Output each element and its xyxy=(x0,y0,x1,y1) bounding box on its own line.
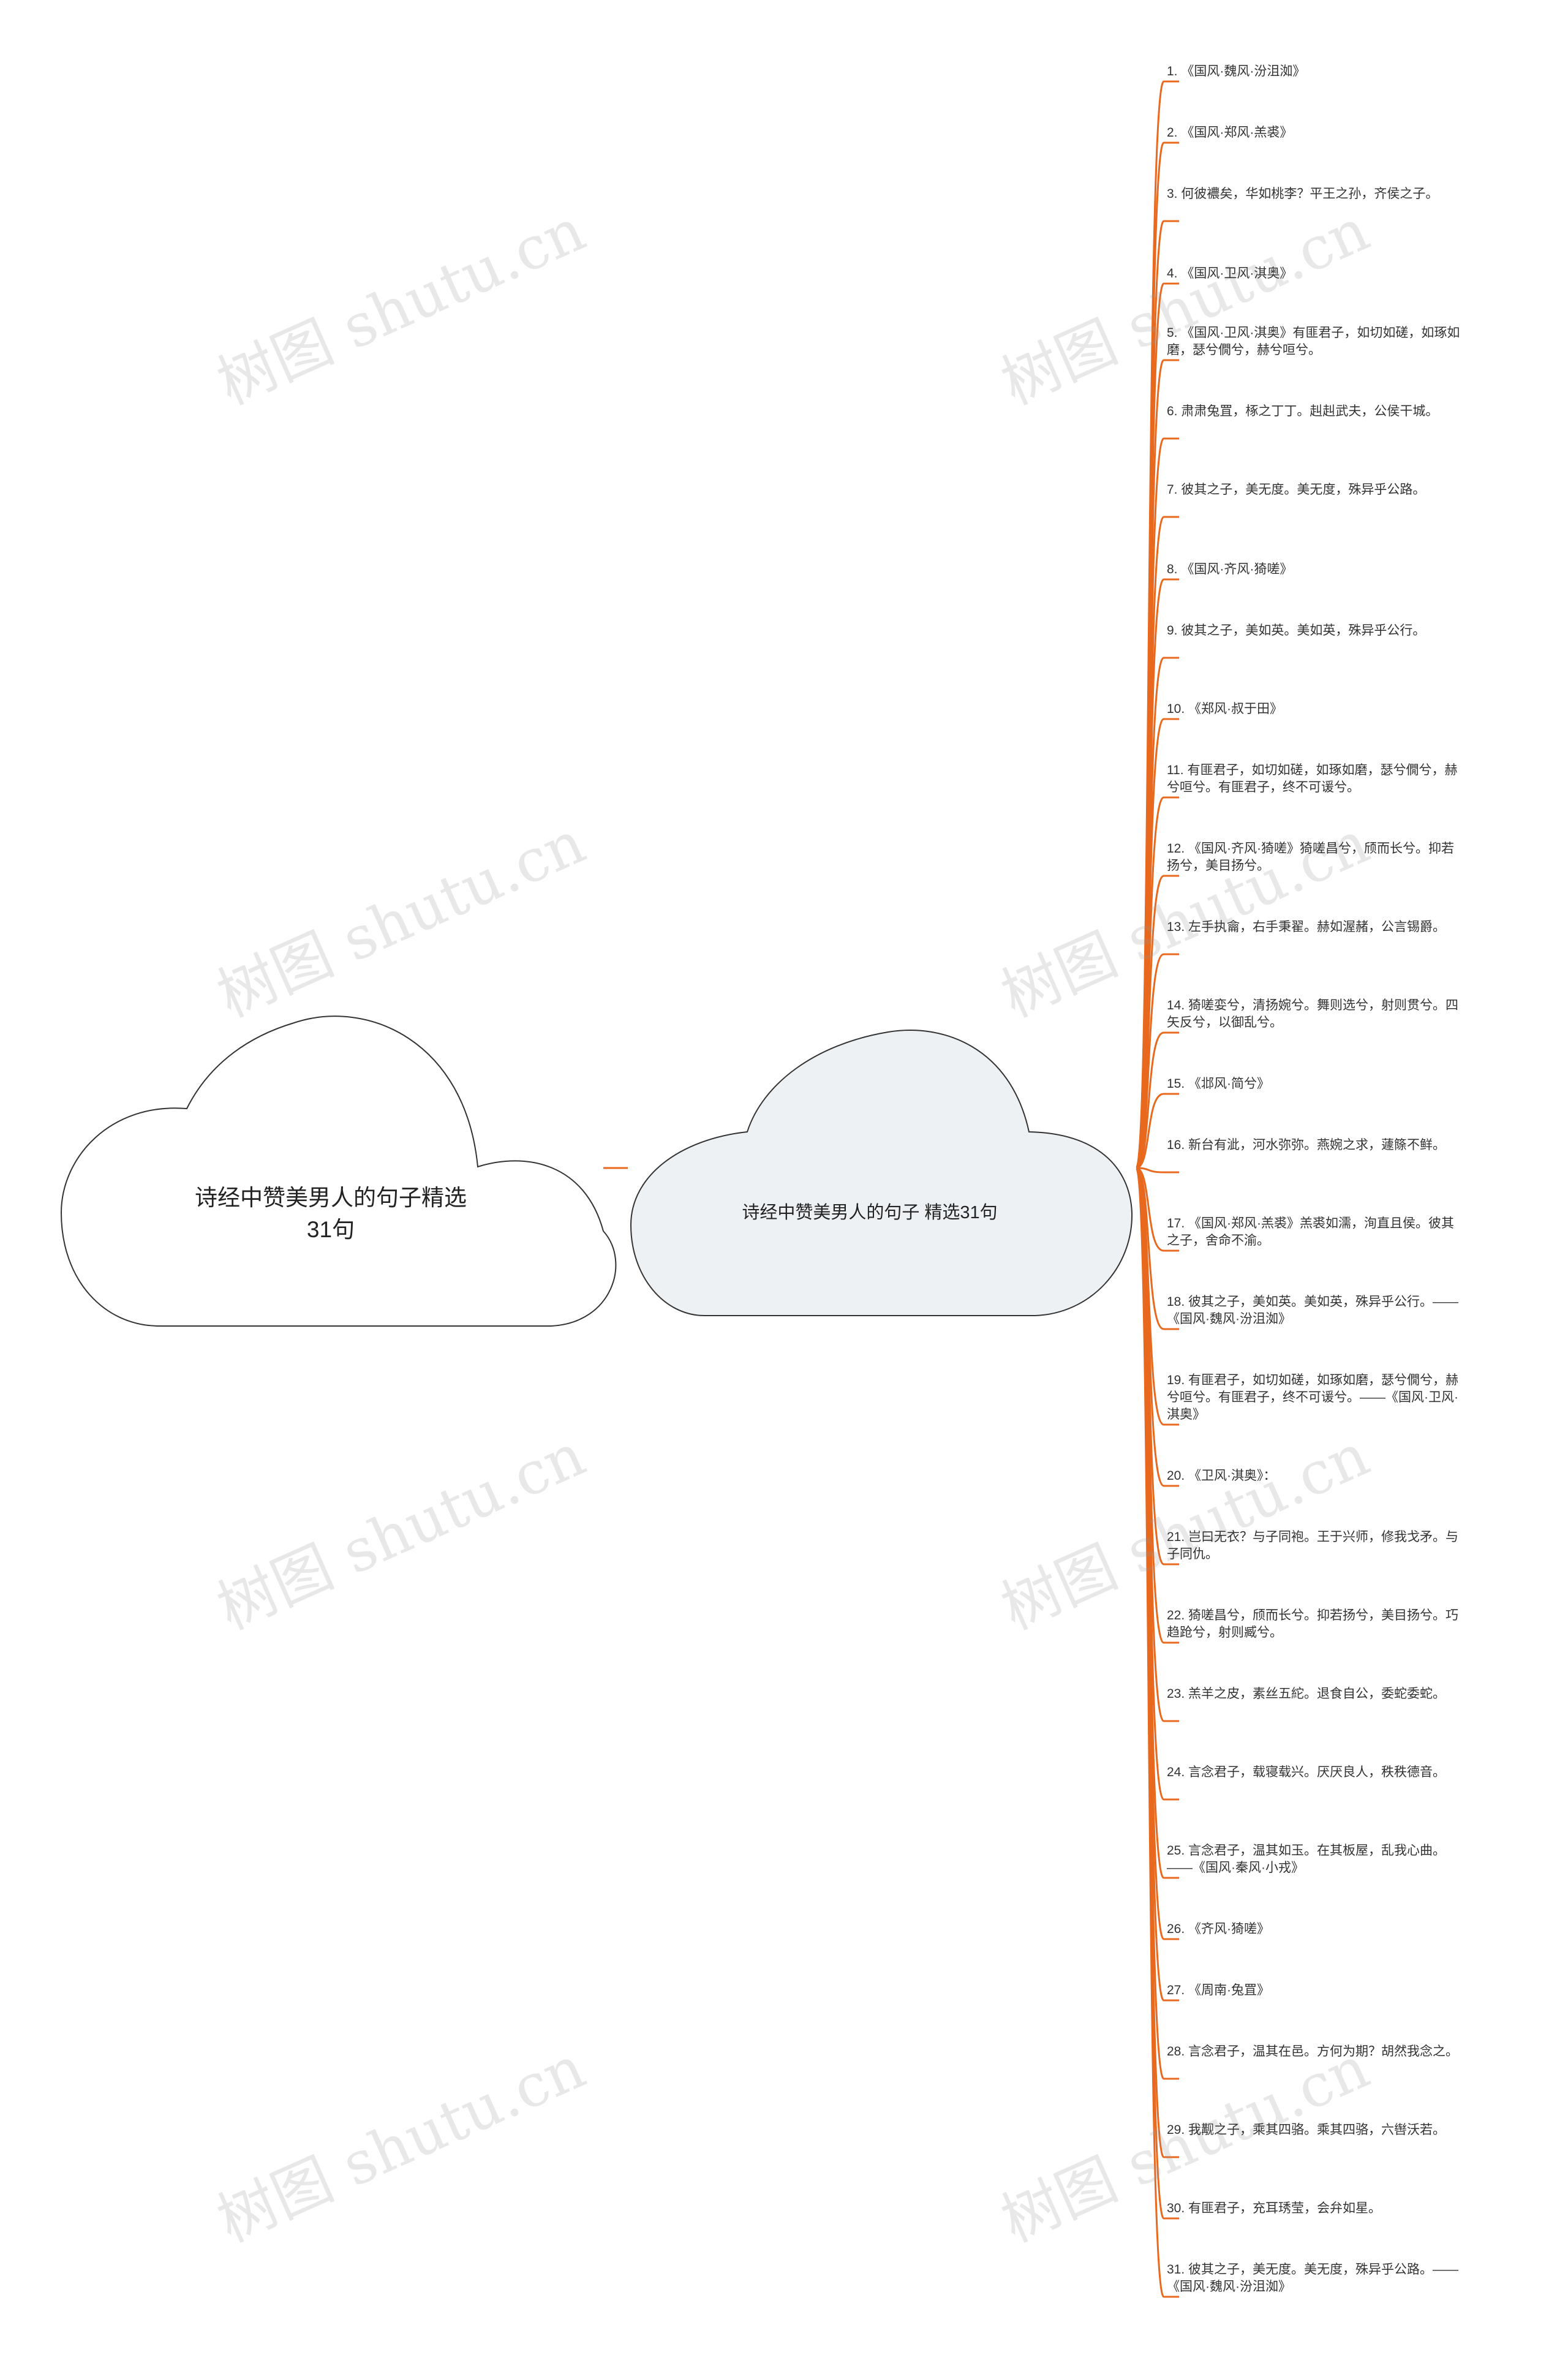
leaf-topic[interactable]: 2. 《国风·郑风·羔裘》 xyxy=(1167,126,1293,140)
leaf-topic[interactable]: 17. 《国风·郑风·羔裘》羔裘如濡，洵直且侯。彼其之子，舍命不渝。 xyxy=(1167,1216,1455,1248)
branch-line xyxy=(1136,953,1179,1169)
leaf-topic[interactable]: 1. 《国风·魏风·汾沮洳》 xyxy=(1167,64,1306,78)
center-topic[interactable]: 诗经中赞美男人的句子 精选31句 xyxy=(742,1203,998,1223)
center-cloud-shape xyxy=(630,1030,1133,1316)
leaf-topic[interactable]: 19. 有匪君子，如切如磋，如琢如磨，瑟兮僩兮，赫兮咺兮。有匪君子，终不可谖兮。… xyxy=(1167,1373,1459,1422)
leaf-topic[interactable]: 21. 岂曰无衣？与子同袍。王于兴师，修我戈矛。与子同仇。 xyxy=(1167,1530,1459,1561)
leaf-topic[interactable]: 10. 《郑风·叔于田》 xyxy=(1167,702,1283,716)
branch-line xyxy=(1136,1031,1179,1169)
branch-line xyxy=(1136,1167,1179,1174)
leaf-topic[interactable]: 3. 何彼襛矣，华如桃李？平王之孙，齐侯之子。 xyxy=(1167,187,1439,201)
leaf-topic[interactable]: 28. 言念君子，温其在邑。方何为期？胡然我念之。 xyxy=(1167,2044,1459,2059)
leaf-topic[interactable]: 14. 猗嗟娈兮，清扬婉兮。舞则选兮，射则贯兮。四矢反兮，以御乱兮。 xyxy=(1167,998,1459,1030)
root-cloud-shape xyxy=(60,1015,617,1327)
leaf-topic[interactable]: 31. 彼其之子，美无度。美无度，殊异乎公路。——《国风·魏风·汾沮洳》 xyxy=(1167,2262,1459,2294)
leaf-topic[interactable]: 8. 《国风·齐风·猗嗟》 xyxy=(1167,562,1293,576)
branch-line xyxy=(1135,1167,1179,2298)
branch-lines xyxy=(1135,80,1179,2298)
leaf-topic[interactable]: 26. 《齐风·猗嗟》 xyxy=(1167,1922,1270,1936)
leaf-topic[interactable]: 25. 言念君子，温其如玉。在其板屋，乱我心曲。——《国风·秦风·小戎》 xyxy=(1167,1844,1446,1875)
leaf-topic[interactable]: 30. 有匪君子，充耳琇莹，会弁如星。 xyxy=(1167,2201,1382,2215)
leaf-topic[interactable]: 13. 左手执龠，右手秉翟。赫如渥赭，公言锡爵。 xyxy=(1167,920,1446,934)
branch-line xyxy=(1136,1167,1179,1252)
leaf-topic[interactable]: 6. 肃肃兔罝，椓之丁丁。赳赳武夫，公侯干城。 xyxy=(1167,404,1439,418)
leaf-topic[interactable]: 12. 《国风·齐风·猗嗟》猗嗟昌兮，颀而长兮。抑若扬兮，美目扬兮。 xyxy=(1167,842,1455,873)
leaf-topic[interactable]: 23. 羔羊之皮，素丝五紽。退食自公，委蛇委蛇。 xyxy=(1167,1687,1446,1701)
leaf-topic[interactable]: 7. 彼其之子，美无度。美无度，殊异乎公路。 xyxy=(1167,483,1426,497)
leaf-topic[interactable]: 22. 猗嗟昌兮，颀而长兮。抑若扬兮，美目扬兮。巧趋跄兮，射则臧兮。 xyxy=(1167,1608,1459,1640)
leaf-topic[interactable]: 4. 《国风·卫风·淇奥》 xyxy=(1167,266,1293,281)
leaf-topic[interactable]: 18. 彼其之子，美如英。美如英，殊异乎公行。——《国风·魏风·汾沮洳》 xyxy=(1167,1295,1459,1326)
leaf-topic[interactable]: 5. 《国风·卫风·淇奥》有匪君子，如切如磋，如琢如磨，瑟兮僩兮，赫兮咺兮。 xyxy=(1167,326,1460,357)
leaf-topic[interactable]: 11. 有匪君子，如切如磋，如琢如磨，瑟兮僩兮，赫兮咺兮。有匪君子，终不可谖兮。 xyxy=(1167,763,1458,794)
root-topic[interactable]: 诗经中赞美男人的句子精选31句 xyxy=(195,1185,467,1242)
leaf-topic[interactable]: 29. 我觏之子，乘其四骆。乘其四骆，六辔沃若。 xyxy=(1167,2123,1446,2137)
leaf-topic[interactable]: 20. 《卫风·淇奥》： xyxy=(1167,1469,1276,1483)
leaf-topic[interactable]: 15. 《邶风·简兮》 xyxy=(1167,1077,1270,1091)
leaf-topic[interactable]: 9. 彼其之子，美如英。美如英，殊异乎公行。 xyxy=(1167,624,1426,638)
leaf-topic[interactable]: 27. 《周南·兔罝》 xyxy=(1167,1983,1270,1997)
leaf-topic[interactable]: 24. 言念君子，载寝载兴。厌厌良人，秩秩德音。 xyxy=(1167,1765,1446,1779)
leaf-topic[interactable]: 16. 新台有泚，河水弥弥。燕婉之求，蘧篨不鲜。 xyxy=(1167,1138,1446,1152)
branch-line xyxy=(1136,1093,1179,1169)
